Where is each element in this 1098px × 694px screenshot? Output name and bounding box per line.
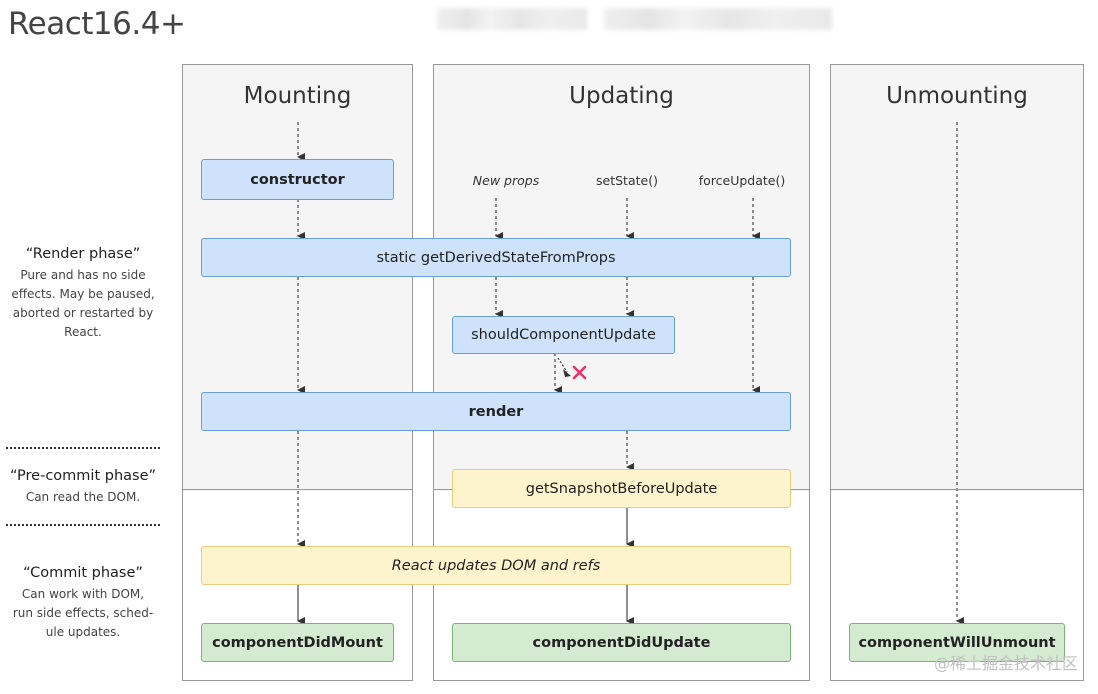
component-did-mount-node: componentDidMount	[201, 623, 394, 662]
get-derived-state-node: static getDerivedStateFromProps	[201, 238, 791, 277]
precommit-phase-title: “Pre-commit phase”	[9, 468, 157, 484]
render-phase-desc-line: aborted or restarted by	[12, 306, 154, 320]
commit-phase-desc: Can work with DOM, run side effects, sch…	[0, 585, 166, 642]
commit-phase-desc-line: ule updates.	[45, 625, 121, 639]
commit-phase-title: “Commit phase”	[23, 565, 143, 581]
react-updates-dom-node: React updates DOM and refs	[201, 546, 791, 585]
get-snapshot-node: getSnapshotBeforeUpdate	[452, 469, 791, 508]
blurred-header-left	[437, 8, 587, 30]
set-state-label: setState()	[596, 173, 658, 188]
blurred-header-right	[604, 8, 832, 30]
render-phase-desc-line: effects. May be paused,	[11, 287, 155, 301]
column-phase-divider	[183, 489, 412, 490]
force-update-label: forceUpdate()	[698, 173, 786, 188]
component-did-update-node: componentDidUpdate	[452, 623, 791, 662]
updating-column-title: Updating	[569, 83, 674, 109]
commit-phase-desc-line: run side effects, sched-	[12, 606, 154, 620]
render-node: render	[201, 392, 791, 431]
new-props-label: New props	[472, 173, 540, 188]
should-component-update-node: shouldComponentUpdate	[452, 316, 675, 354]
phase-separator	[6, 524, 160, 526]
component-will-unmount-node: componentWillUnmount	[849, 623, 1065, 662]
precommit-phase-desc: Can read the DOM.	[0, 488, 166, 507]
render-phase-label: “Render phase” Pure and has no side effe…	[0, 246, 166, 342]
constructor-node: constructor	[201, 159, 394, 200]
precommit-phase-label: “Pre-commit phase” Can read the DOM.	[0, 468, 166, 507]
commit-phase-desc-line: Can work with DOM,	[21, 587, 145, 601]
watermark: @稀土掘金技术社区	[933, 654, 1078, 673]
commit-phase-label: “Commit phase” Can work with DOM, run si…	[0, 565, 166, 642]
unmounting-column-title: Unmounting	[886, 83, 1028, 109]
render-phase-title: “Render phase”	[25, 246, 141, 262]
render-phase-desc: Pure and has no side effects. May be pau…	[0, 266, 166, 342]
render-phase-desc-line: React.	[64, 325, 102, 339]
precommit-phase-desc-line: Can read the DOM.	[25, 490, 141, 504]
column-phase-divider	[831, 489, 1083, 490]
mounting-column-title: Mounting	[243, 83, 352, 109]
render-phase-desc-line: Pure and has no side	[20, 268, 146, 282]
cancel-x-icon	[572, 365, 587, 380]
page-title: React16.4+	[8, 6, 186, 42]
phase-separator	[6, 447, 160, 449]
